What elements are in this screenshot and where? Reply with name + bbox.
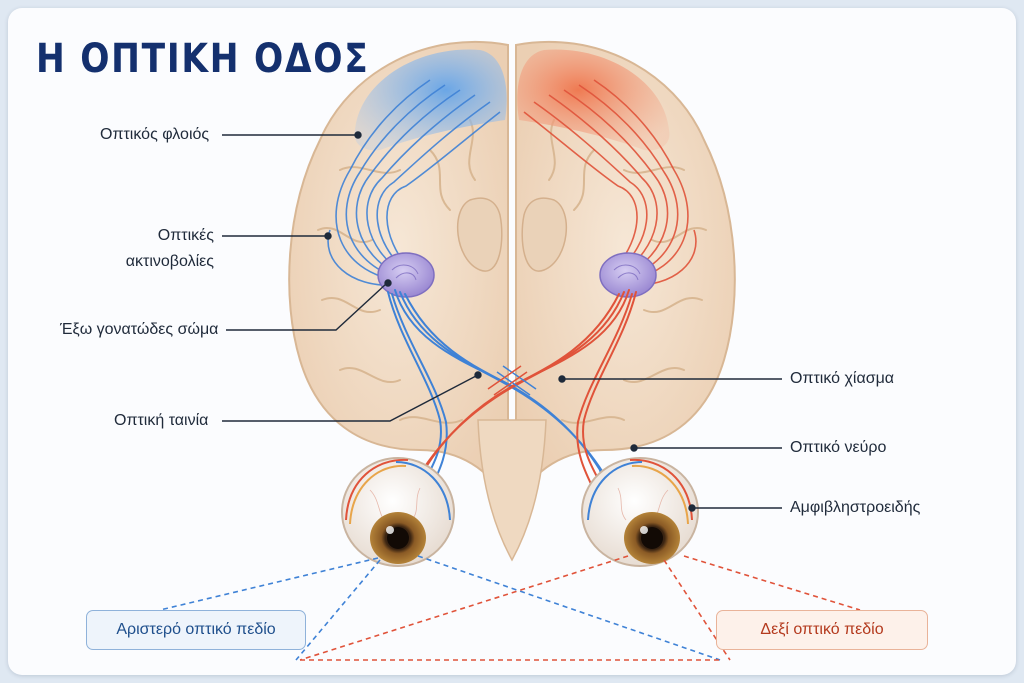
left-eye (341, 457, 455, 567)
left-optic-radiations (327, 79, 501, 286)
right-optic-radiations (523, 79, 697, 286)
right-lgn (599, 252, 657, 298)
label-optic-radiations-line1: Οπτικές (157, 227, 214, 244)
figure-card (8, 8, 1016, 675)
label-optic-radiations-line2: ακτινοβολίες (125, 253, 214, 270)
left-lgn (377, 252, 435, 298)
right-visual-field-box: Δεξί οπτικό πεδίο (716, 610, 928, 650)
label-retina: Αμφιβληστροειδής (790, 499, 921, 516)
label-visual-cortex: Οπτικός φλοιός (100, 126, 210, 143)
left-visual-field-box: Αριστερό οπτικό πεδίο (86, 610, 306, 650)
label-optic-nerve: Οπτικό νεύρο (790, 439, 887, 456)
brainstem (477, 419, 547, 562)
left-pathway-fibers (387, 289, 607, 511)
label-optic-chiasm: Οπτικό χίασμα (790, 370, 895, 387)
right-pathway-fibers (417, 289, 637, 511)
right-ventricle (521, 197, 568, 272)
leader-lines (222, 131, 782, 512)
left-ventricle (456, 197, 503, 272)
right-visual-cortex (517, 49, 670, 151)
page-title: Η ΟΠΤΙΚΗ ΟΔΟΣ (36, 36, 370, 82)
optic-chiasm (487, 365, 537, 396)
visual-field-lines (159, 555, 861, 661)
right-eye (581, 457, 699, 567)
label-lgn: Έξω γονατώδες σώμα (60, 321, 219, 338)
left-visual-cortex (354, 49, 507, 151)
label-optic-tract: Οπτική ταινία (114, 412, 209, 429)
